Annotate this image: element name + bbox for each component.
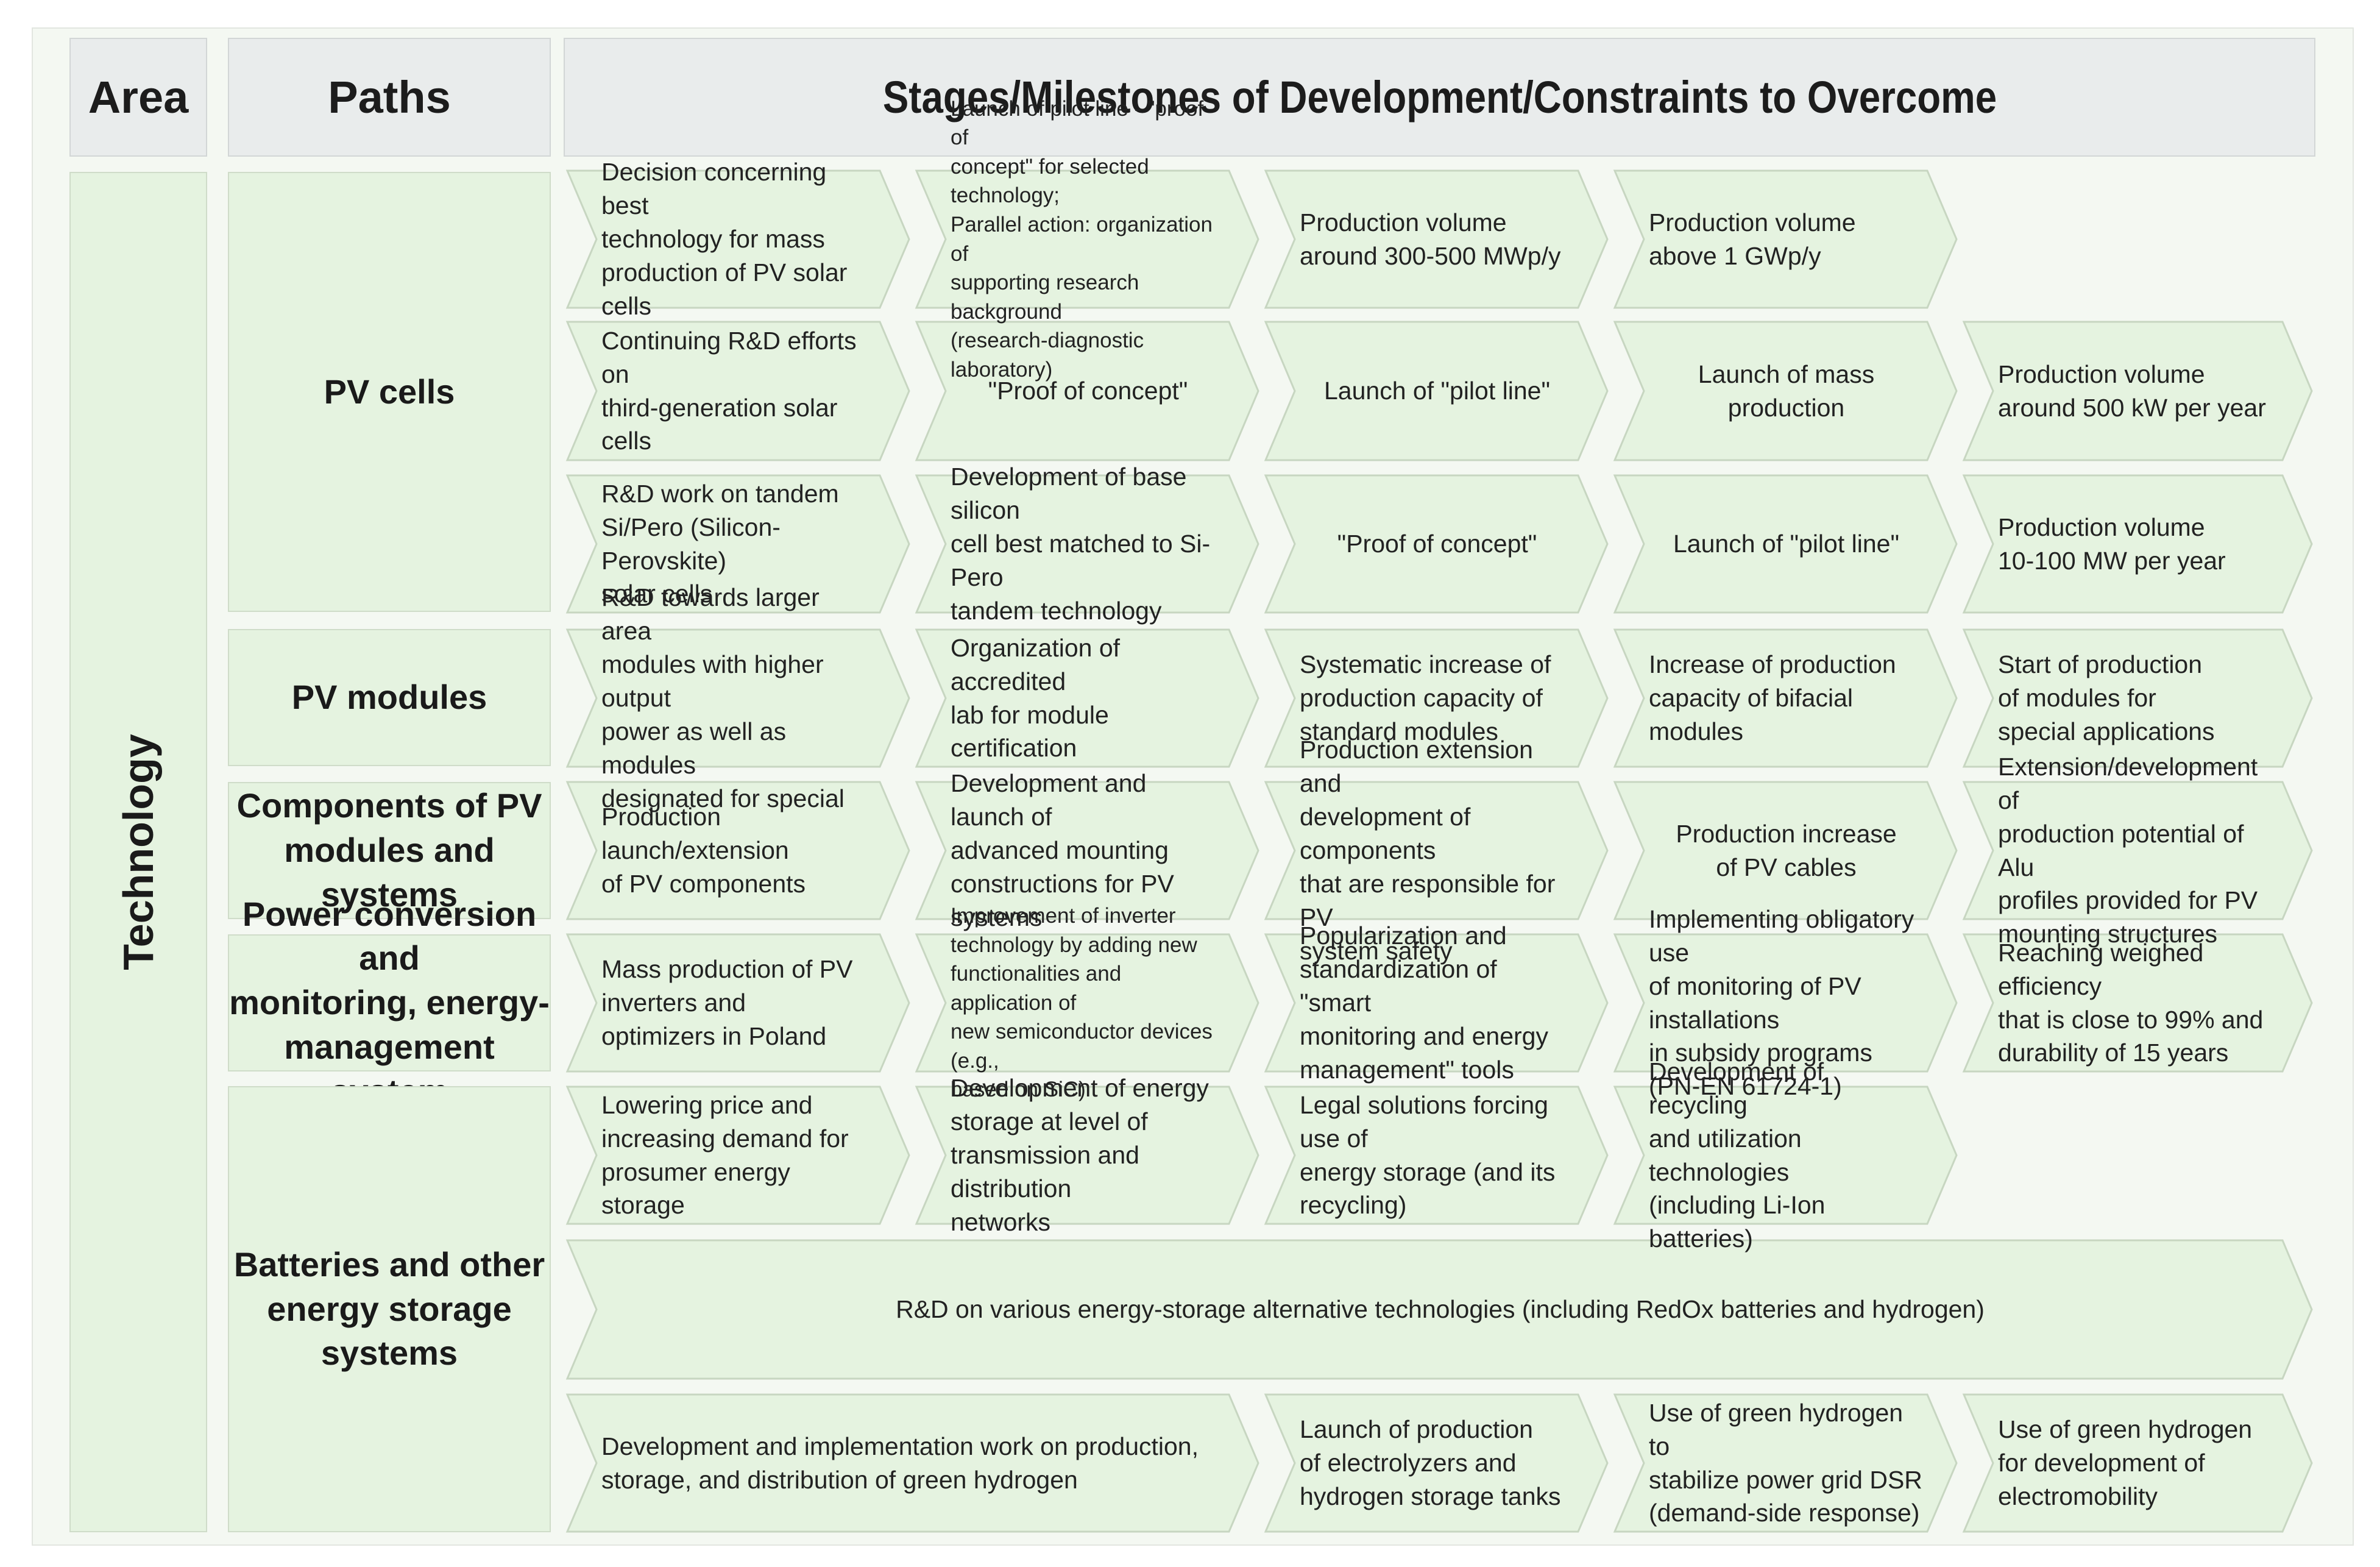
milestone-text-r4-c4: Extension/development of production pote…	[1998, 753, 2258, 948]
milestone-chevron-r4-c0	[565, 781, 910, 920]
milestone-chevron-r2-c0	[565, 474, 910, 614]
milestone-chevron-r2-c2	[1264, 474, 1609, 614]
milestone-text-r1-c1: "Proof of concept"	[988, 377, 1188, 405]
milestone-chevron-r1-c2	[1264, 321, 1609, 461]
milestone-text-r7-c0: R&D on various energy-storage alternativ…	[896, 1295, 1985, 1324]
milestone-text-r6-c0: Lowering price and increasing demand for…	[601, 1090, 849, 1220]
milestone-text-r3-c4: Start of production of modules for speci…	[1998, 650, 2215, 745]
milestone-text-r2-c1: Development of base silicon cell best ma…	[951, 463, 1211, 625]
milestone-text-r2-c2: "Proof of concept"	[1337, 530, 1537, 558]
milestone-chevron-r3-c0	[565, 628, 910, 768]
milestone-chevron-r1-c1	[915, 321, 1259, 461]
milestone-text-r4-c0: Production launch/extension of PV compon…	[601, 803, 806, 898]
milestone-text-r2-c4: Production volume 10-100 MW per year	[1998, 513, 2226, 575]
milestone-text-r0-c1: Launch of pilot line - "proof of concept…	[951, 97, 1213, 382]
milestone-chevron-r6-c1	[915, 1086, 1259, 1225]
milestone-chevron-r8-c1	[1264, 1393, 1609, 1533]
milestone-text-r4-c2: Production extension and development of …	[1300, 736, 1556, 965]
milestone-chevron-r0-c1	[915, 169, 1259, 309]
milestone-chevron-r1-c4	[1962, 321, 2313, 461]
milestone-text-r5-c3: Implementing obligatory use of monitorin…	[1649, 905, 1914, 1101]
milestone-chevron-r0-c0	[565, 169, 910, 309]
milestone-chevron-r1-c0	[565, 321, 910, 461]
milestone-text-r3-c2: Systematic increase of production capaci…	[1300, 650, 1551, 745]
milestone-text-r5-c0: Mass production of PV inverters and opti…	[601, 955, 853, 1050]
milestone-text-r5-c2: Popularization and standardization of "s…	[1300, 922, 1548, 1084]
milestone-text-r2-c3: Launch of "pilot line"	[1673, 530, 1900, 558]
header-paths: Paths	[228, 38, 551, 157]
milestone-text-r2-c0: R&D work on tandem Si/Pero (Silicon-Pero…	[601, 479, 839, 608]
path-components: Components of PV modules and systems	[228, 782, 551, 919]
milestone-text-r8-c0: Development and implementation work on p…	[601, 1432, 1199, 1494]
milestone-text-r4-c3: Production increase of PV cables	[1676, 819, 1897, 881]
milestone-chevron-r4-c2	[1264, 781, 1609, 920]
path-pv-cells: PV cells	[228, 172, 551, 612]
milestone-text-r8-c2: Use of green hydrogen to stabilize power…	[1649, 1398, 1922, 1527]
milestone-chevron-r2-c4	[1962, 474, 2313, 614]
milestone-chevron-r8-c3	[1962, 1393, 2313, 1533]
header-stages-label: Stages/Milestones of Development/Constra…	[882, 72, 1997, 123]
milestone-chevron-r3-c3	[1613, 628, 1958, 768]
milestone-chevron-r4-c3	[1613, 781, 1958, 920]
milestone-chevron-r5-c3	[1613, 933, 1958, 1073]
milestone-chevron-r3-c2	[1264, 628, 1609, 768]
milestone-text-r3-c1: Organization of accredited lab for modul…	[951, 633, 1121, 762]
milestone-chevron-r8-c0	[565, 1393, 1259, 1533]
milestone-chevron-r0-c3	[1613, 169, 1958, 309]
milestone-chevron-r2-c3	[1613, 474, 1958, 614]
milestone-chevron-r5-c2	[1264, 933, 1609, 1073]
milestone-text-r3-c3: Increase of production capacity of bifac…	[1649, 650, 1896, 745]
milestone-text-r6-c2: Legal solutions forcing use of energy st…	[1300, 1090, 1556, 1220]
milestone-chevron-r2-c1	[915, 474, 1259, 614]
milestone-text-r1-c2: Launch of "pilot line"	[1323, 377, 1551, 405]
milestone-text-r8-c1: Launch of production of electrolyzers an…	[1300, 1415, 1561, 1510]
milestone-chevron-r5-c0	[565, 933, 910, 1073]
milestone-text-r4-c1: Development and launch of advanced mount…	[951, 769, 1174, 931]
header-stages: Stages/Milestones of Development/Constra…	[564, 38, 2315, 157]
milestone-chevron-r6-c0	[565, 1086, 910, 1225]
milestone-chevron-r5-c1	[915, 933, 1259, 1073]
milestone-text-r0-c3: Production volume above 1 GWp/y	[1649, 208, 1856, 270]
milestone-chevron-r7-c0	[565, 1239, 2313, 1380]
path-batteries: Batteries and other energy storage syste…	[228, 1086, 551, 1532]
milestone-text-r6-c3: Development of recycling and utilization…	[1649, 1057, 1826, 1253]
milestone-chevron-r4-c1	[915, 781, 1259, 920]
milestone-text-r0-c2: Production volume around 300-500 MWp/y	[1300, 208, 1561, 270]
milestone-text-r1-c3: Launch of mass production	[1698, 360, 1875, 422]
milestone-chevron-r5-c4	[1962, 933, 2313, 1073]
milestone-chevron-r6-c2	[1264, 1086, 1609, 1225]
milestone-text-r8-c3: Use of green hydrogen for development of…	[1998, 1415, 2253, 1510]
milestone-chevron-r4-c4	[1962, 781, 2313, 920]
milestone-text-r1-c4: Production volume around 500 kW per year	[1998, 360, 2266, 422]
milestone-text-r1-c0: Continuing R&D efforts on third-generati…	[601, 326, 857, 455]
header-area: Area	[69, 38, 207, 157]
area-technology: Technology	[69, 172, 207, 1532]
milestone-chevron-r0-c2	[1264, 169, 1609, 309]
milestone-text-r0-c0: Decision concerning best technology for …	[601, 158, 848, 320]
milestone-chevron-r3-c1	[915, 628, 1259, 768]
milestone-text-r5-c4: Reaching weighed efficiency that is clos…	[1998, 938, 2264, 1067]
milestone-chevron-r3-c4	[1962, 628, 2313, 768]
milestone-chevron-r8-c2	[1613, 1393, 1958, 1533]
milestone-text-r6-c1: Development of energy storage at level o…	[951, 1074, 1209, 1236]
milestone-chevron-r6-c3	[1613, 1086, 1958, 1225]
milestone-text-r3-c0: R&D towards larger area modules with hig…	[601, 583, 845, 812]
path-pv-modules: PV modules	[228, 629, 551, 766]
milestone-chevron-r1-c3	[1613, 321, 1958, 461]
milestone-text-r5-c1: Improvement of inverter technology by ad…	[951, 904, 1213, 1102]
